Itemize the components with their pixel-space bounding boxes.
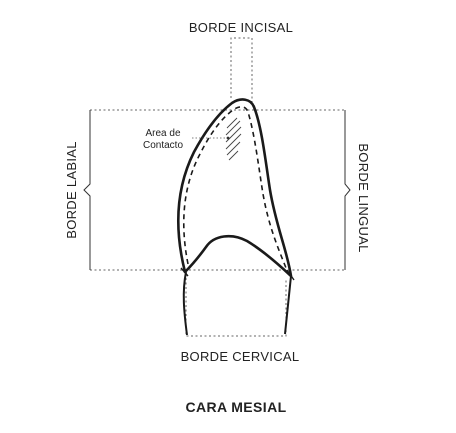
- contact-area-dot: [226, 136, 230, 140]
- label-borde-incisal: BORDE INCISAL: [189, 20, 293, 35]
- label-borde-cervical: BORDE CERVICAL: [181, 349, 300, 364]
- tooth-crown-outline: [176, 98, 293, 278]
- cervical-bottom-box: [185, 278, 287, 337]
- label-area-contacto-1: Area de: [145, 128, 180, 139]
- label-area-contacto-2: Contacto: [143, 140, 183, 151]
- root-outline-left: [182, 271, 188, 336]
- contact-area-hatch: [225, 117, 242, 161]
- cervical-tick-left: [180, 267, 189, 277]
- label-borde-lingual: BORDE LINGUAL: [356, 143, 371, 252]
- root-outline-right: [284, 275, 292, 335]
- incisal-top-box: [230, 37, 253, 102]
- bracket-lingual: [344, 110, 351, 270]
- diagram-title: CARA MESIAL: [185, 399, 286, 415]
- bracket-labial: [83, 110, 91, 270]
- cervical-tick-right: [286, 269, 295, 281]
- label-borde-labial: BORDE LABIAL: [64, 141, 79, 239]
- reference-lines: [90, 37, 345, 337]
